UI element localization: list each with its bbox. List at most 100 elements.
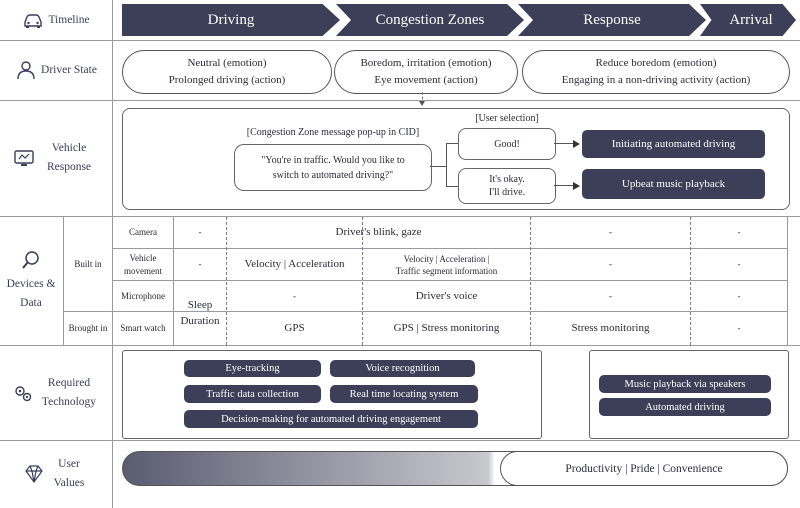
timeline-stage-arrival: Arrival [700,4,796,36]
table-row-divider [63,311,788,312]
table-dashed-divider [362,217,363,345]
stage-label: Response [583,11,641,28]
cell-velocity-acceleration: Velocity | Acceleration [244,258,345,270]
tech-label: Traffic data collection [206,388,299,400]
diamond-icon [25,465,43,484]
car-icon [24,14,43,28]
cell-empty: - [198,227,202,237]
cell-empty: - [198,259,202,269]
row-label-text: Timeline [48,13,90,26]
cell-empty: - [293,290,296,301]
tech-real-time-locating: Real time locating system [330,385,478,403]
connector-line [446,143,458,144]
result-music-playback: Upbeat music playback [582,169,765,199]
cell-empty: - [609,290,612,301]
dashboard-display-icon [14,150,34,166]
device-camera: Camera [129,227,157,237]
table-divider [173,217,174,345]
popup-message-line: switch to automated driving?" [272,169,394,181]
group-label: Built in [74,258,102,269]
state-emotion: Neutral (emotion) [187,57,267,69]
divider [0,40,800,41]
row-label-text: Vehicle Response [46,142,92,173]
option-label: I'll drive. [488,187,526,198]
row-label-devices-data: Devices & Data [0,216,62,345]
state-action: Engaging in a non-driving activity (acti… [561,74,751,86]
table-divider [63,217,64,345]
option-label: Good! [494,138,520,150]
table-divider [112,217,113,345]
divider [0,216,800,217]
cell-text: Traffic segment information [395,265,498,276]
cell-velocity-traffic: Velocity | Acceleration | Traffic segmen… [363,249,530,280]
tech-voice-recognition: Voice recognition [330,360,475,377]
timeline-stage-congestion: Congestion Zones [336,4,524,36]
cell-gps-stress: GPS | Stress monitoring [393,322,500,334]
table-row-divider [112,248,788,249]
tech-traffic-data-collection: Traffic data collection [184,385,321,403]
cell-driver-blink-gaze: Driver's blink, gaze [335,226,422,238]
cell-gps: GPS [284,322,305,334]
connector-line [430,166,446,167]
device-microphone: Microphone [121,290,165,301]
user-values-label: Productivity | Pride | Convenience [500,451,788,486]
cell-empty: - [609,227,612,237]
tech-automated-driving: Automated driving [599,398,771,416]
technology-panel-right [589,350,789,439]
row-label-user-values: User Values [0,440,112,508]
divider [0,345,800,346]
connector-line [422,92,423,104]
row-label-required-technology: Required Technology [0,345,112,440]
option-good-button[interactable]: Good! [458,128,556,160]
cell-empty: - [609,259,612,269]
arrowhead [573,181,580,190]
state-emotion: Boredom, irritation (emotion) [360,57,492,69]
tech-label: Music playback via speakers [624,378,746,390]
group-built-in: Built in [64,217,112,311]
timeline-stage-driving: Driving [122,4,340,36]
state-action: Eye movement (action) [374,74,478,86]
gears-icon [15,385,32,401]
row-label-driver-state: Driver State [0,40,112,100]
user-selection-label: [User selection] [475,113,539,124]
arrowhead [573,139,580,148]
table-dashed-divider [226,217,227,345]
option-ill-drive-button[interactable]: It's okay. I'll drive. [458,168,556,204]
cell-driver-voice: Driver's voice [415,289,478,302]
magnifier-icon [22,250,39,269]
tech-label: Voice recognition [365,363,440,374]
table-row-divider [112,280,788,281]
connector-arrowhead [419,101,425,106]
person-icon [17,61,35,80]
row-label-text: Driver State [41,63,97,76]
divider [0,100,800,101]
stage-label: Congestion Zones [375,11,485,28]
cid-popup-message: "You're in traffic. Would you like to sw… [234,144,432,191]
tech-label: Automated driving [645,401,725,413]
table-dashed-divider [690,217,691,345]
connector-line [446,186,458,187]
device-smart-watch: Smart watch [120,323,166,333]
cell-empty: - [737,290,741,301]
tech-label: Real time locating system [349,388,459,400]
result-label: Upbeat music playback [621,178,726,190]
result-label: Initiating automated driving [611,138,736,150]
timeline-stage-response: Response [518,4,706,36]
row-label-timeline: Timeline [0,0,112,40]
table-dashed-divider [530,217,531,345]
device-vehicle-movement: Vehicle movement [124,252,162,276]
group-label: Brought in [68,322,108,333]
cell-empty: - [737,259,741,269]
cell-empty: - [737,227,741,237]
cell-sleep-duration: Sleep Duration [174,281,226,345]
option-label: It's okay. [489,174,525,185]
tech-decision-making: Decision-making for automated driving en… [184,410,478,428]
tech-music-playback: Music playback via speakers [599,375,771,393]
result-automated-driving: Initiating automated driving [582,130,765,158]
driver-state-response: Reduce boredom (emotion) Engaging in a n… [522,50,790,94]
arrow-line [554,185,574,186]
stage-label: Driving [207,11,255,28]
cell-stress-monitoring: Stress monitoring [571,322,650,334]
row-label-text: Required Technology [41,376,97,408]
user-values-text: Productivity | Pride | Convenience [565,462,723,475]
